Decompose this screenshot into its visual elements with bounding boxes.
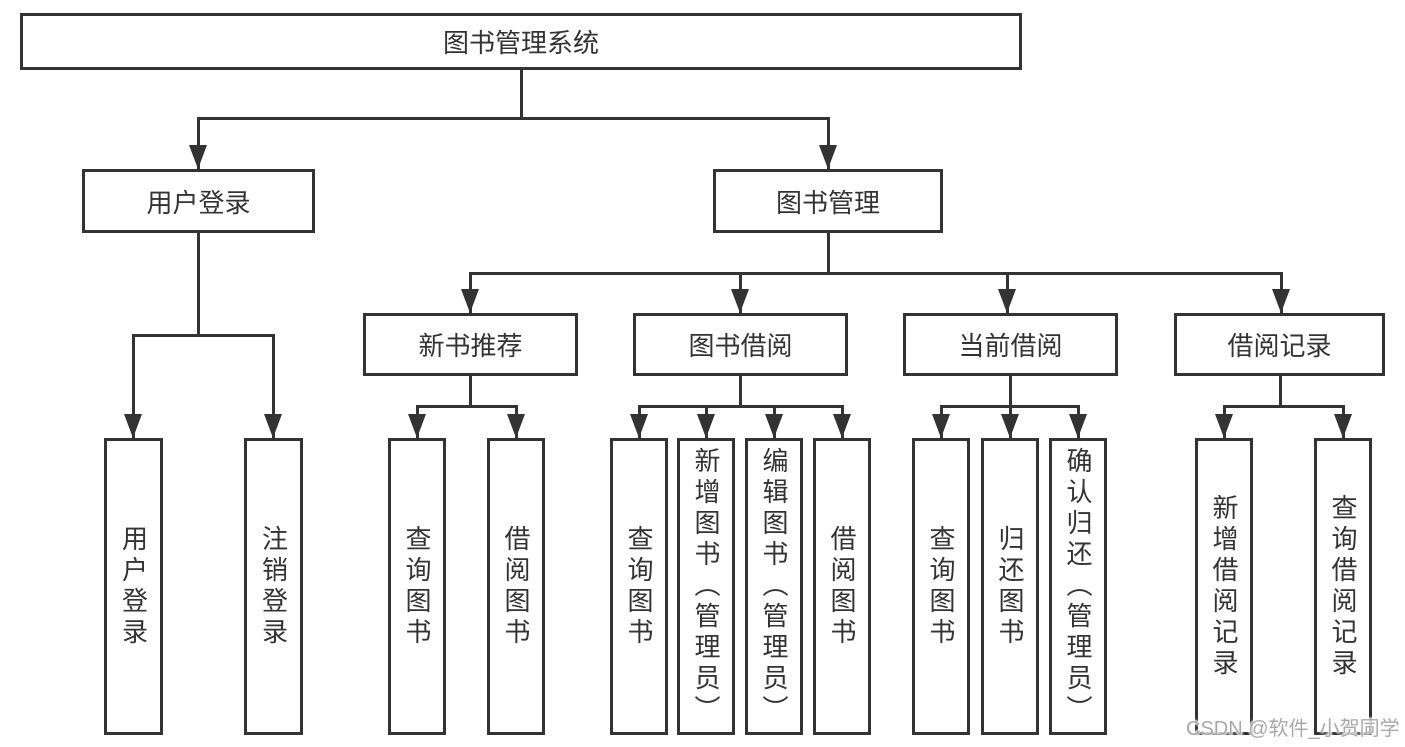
connector-line [1223,405,1345,408]
connector-line [197,117,830,120]
node-label: 注销登录 [258,524,289,649]
arrow-down-icon [1215,414,1233,438]
connector-line [1279,376,1282,408]
node-label: 新增图书（管理员） [691,447,721,726]
arrow-down-icon [1001,414,1019,438]
leaf-bb-query-books: 查询图书 [610,438,668,735]
node-root: 图书管理系统 [20,13,1022,70]
arrow-down-icon [1069,414,1087,438]
arrow-down-icon [461,289,479,313]
arrow-down-icon [833,414,851,438]
node-label: 编辑图书（管理员） [759,447,789,726]
connector-line [469,376,472,408]
arrow-down-icon [408,414,426,438]
connector-line [197,117,200,169]
connector-line [132,334,274,337]
node-borrowing-records: 借阅记录 [1174,313,1385,376]
leaf-br-add-borrow-record: 新增借阅记录 [1195,438,1253,735]
connector-line [827,117,830,169]
connector-line [416,405,518,408]
node-label: 用户登录 [118,524,149,649]
connector-line [520,70,523,118]
arrow-down-icon [1334,414,1352,438]
node-label: 用户登录 [146,187,251,218]
arrow-down-icon [998,289,1016,313]
node-book-management: 图书管理 [713,169,943,233]
leaf-logout: 注销登录 [244,438,303,735]
node-new-book-recommend: 新书推荐 [363,313,578,376]
arrow-down-icon [507,414,525,438]
connector-line [197,233,200,337]
leaf-bb-add-books-admin: 新增图书（管理员） [677,438,735,735]
connector-line [827,233,830,275]
node-label: 确认归还（管理员） [1063,447,1093,726]
arrow-down-icon [765,414,783,438]
arrow-down-icon [124,414,142,438]
arrow-down-icon [697,414,715,438]
arrow-down-icon [630,414,648,438]
connector-line [638,405,844,408]
leaf-cb-query-books: 查询图书 [912,438,970,735]
leaf-br-query-borrow-record: 查询借阅记录 [1314,438,1372,735]
node-book-borrowing: 图书借阅 [633,313,848,376]
leaf-bb-edit-books-admin: 编辑图书（管理员） [745,438,803,735]
connector-line [1009,376,1012,408]
node-label: 查询图书 [624,524,654,649]
leaf-user-login: 用户登录 [104,438,163,735]
node-user-login: 用户登录 [82,169,315,233]
leaf-nb-query-books: 查询图书 [388,438,446,735]
leaf-nb-borrow-books: 借阅图书 [487,438,545,735]
connector-line [469,272,1283,275]
node-label: 图书管理系统 [442,28,599,58]
leaf-bb-borrow-books: 借阅图书 [813,438,871,735]
node-label: 借阅图书 [501,524,531,649]
arrow-down-icon [731,289,749,313]
node-current-borrowing: 当前借阅 [903,313,1118,376]
node-label: 新增借阅记录 [1209,493,1239,680]
arrow-down-icon [932,414,950,438]
arrow-down-icon [189,145,207,169]
node-label: 图书管理 [775,187,880,218]
watermark: CSDN @软件_小贺同学 [1186,718,1400,740]
node-label: 借阅图书 [827,524,857,649]
connector-line [132,334,135,438]
arrow-down-icon [1272,289,1290,313]
node-label: 归还图书 [995,524,1025,649]
connector-line [272,334,275,438]
leaf-cb-return-books: 归还图书 [981,438,1039,735]
node-label: 图书借阅 [688,331,793,361]
node-label: 借阅记录 [1227,331,1332,361]
node-label: 查询图书 [926,524,956,649]
node-label: 新书推荐 [418,331,523,361]
arrow-down-icon [264,414,282,438]
arrow-down-icon [819,145,837,169]
node-label: 查询图书 [402,524,432,649]
node-label: 查询借阅记录 [1328,493,1358,680]
connector-line [739,376,742,408]
leaf-cb-confirm-return-admin: 确认归还（管理员） [1049,438,1107,735]
node-label: 当前借阅 [958,331,1063,361]
